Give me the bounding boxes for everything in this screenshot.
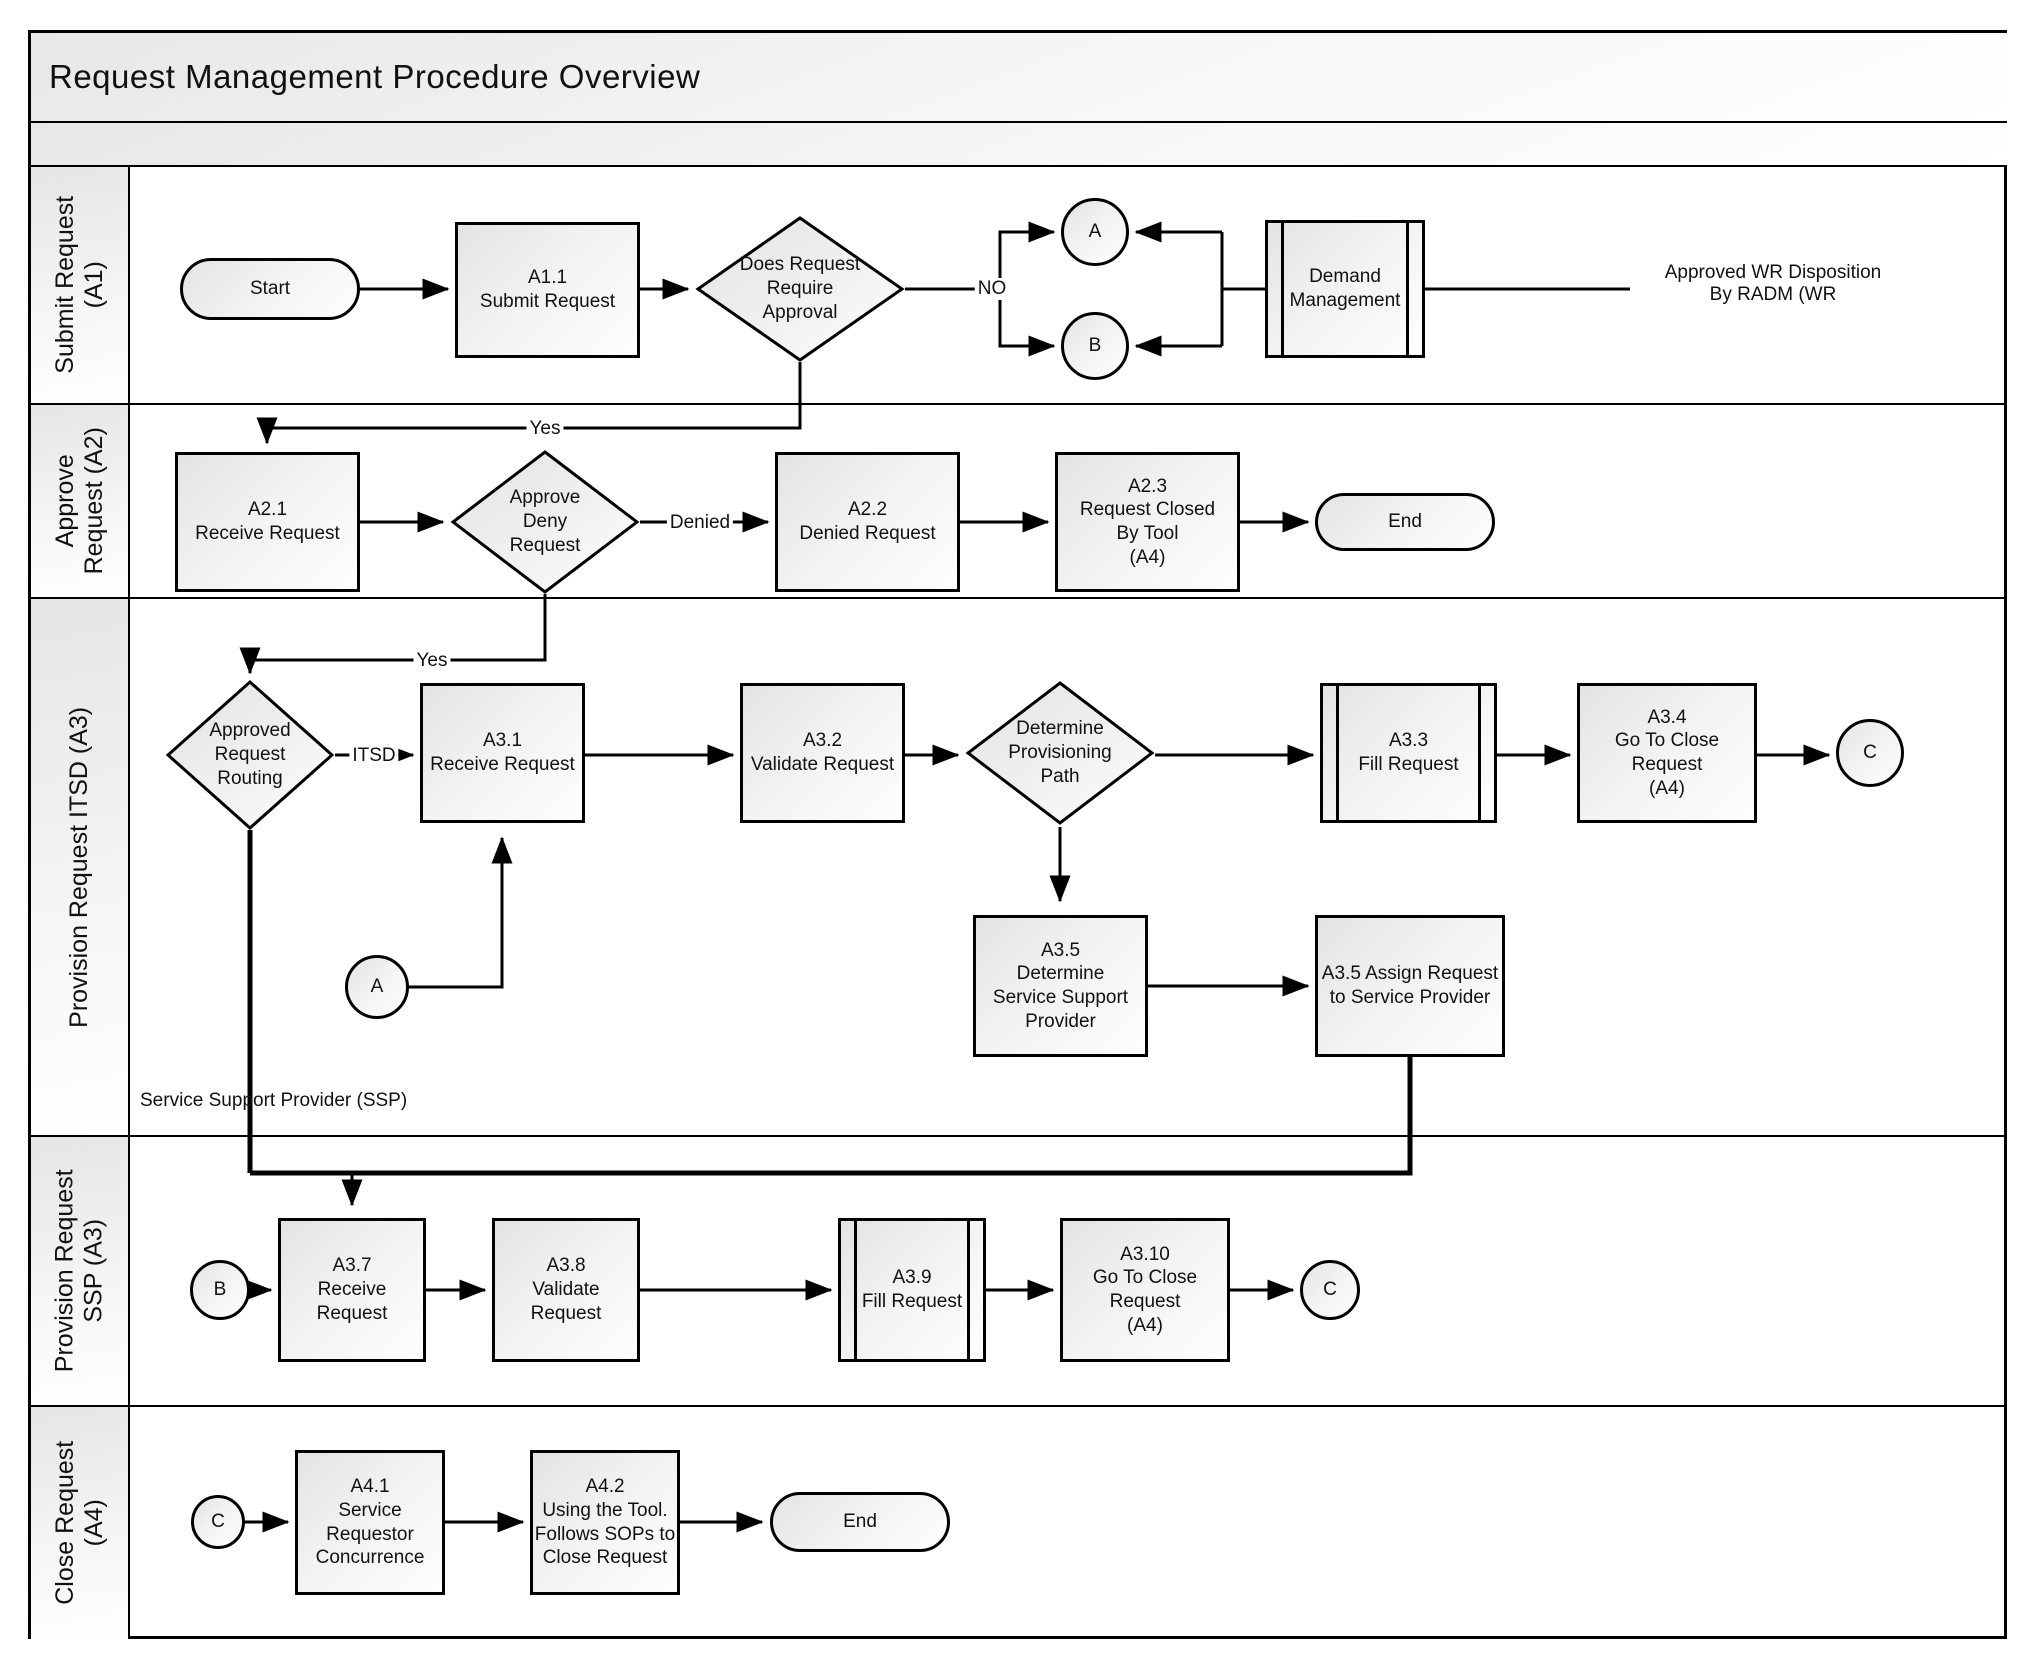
node-a3-10-go-to-close-request: A3.10 Go To Close Request (A4) xyxy=(1060,1218,1230,1362)
lane-submit-request: Submit Request (A1) xyxy=(31,167,128,403)
connector-a-lane1: A xyxy=(1061,198,1129,266)
node-demand-management: Demand Management xyxy=(1265,220,1425,358)
decision-does-request-require-approval: Does Request Require Approval xyxy=(695,216,905,362)
node-a3-8-validate-request: A3.8 Validate Request xyxy=(492,1218,640,1362)
terminator-end-lane2: End xyxy=(1315,493,1495,551)
annotation-wr-disposition: Approved WR Disposition By RADM (WR xyxy=(1664,262,1882,305)
node-label: A2.2 Denied Request xyxy=(799,499,936,544)
node-label: Demand Management xyxy=(1289,266,1401,311)
node-label: Approved Request Routing xyxy=(209,720,291,789)
connector-c-lane5: C xyxy=(191,1495,245,1549)
decision-approve-deny-request: Approve Deny Request xyxy=(450,450,640,594)
lane-divider xyxy=(31,597,2007,599)
diamond-shape xyxy=(695,216,905,362)
node-label: A3.4 Go To Close Request (A4) xyxy=(1614,706,1720,799)
lane-label: Submit Request (A1) xyxy=(50,196,108,374)
connector-a-lane3: A xyxy=(345,955,409,1019)
node-label: A3.5 Assign Request to Service Provider xyxy=(1321,963,1499,1008)
edge-label-yes-approval: Yes xyxy=(526,418,564,440)
node-label: A3.9 Fill Request xyxy=(861,1267,963,1312)
connector-c-lane4: C xyxy=(1300,1260,1360,1320)
edge-label-yes-routing: Yes xyxy=(413,650,451,672)
node-a3-5-determine-service-support-provider: A3.5 Determine Service Support Provider xyxy=(973,915,1148,1057)
lane-label: Close Request (A4) xyxy=(50,1441,108,1605)
lane-provision-itsd: Provision Request ITSD (A3) xyxy=(31,599,128,1135)
node-a2-3-request-closed-by-tool: A2.3 Request Closed By Tool (A4) xyxy=(1055,452,1240,592)
node-label: C xyxy=(1863,742,1877,764)
node-label: A3.5 Determine Service Support Provider xyxy=(992,939,1129,1032)
edge-label-no: NO xyxy=(974,278,1010,300)
node-label: A xyxy=(370,976,384,998)
diamond-shape xyxy=(450,450,640,594)
lane-divider xyxy=(31,1135,2007,1137)
connector-c-lane3: C xyxy=(1836,719,1904,787)
edge-label-itsd: ITSD xyxy=(349,745,399,767)
node-a3-4-go-to-close-request: A3.4 Go To Close Request (A4) xyxy=(1577,683,1757,823)
node-a3-1-receive-request: A3.1 Receive Request xyxy=(420,683,585,823)
node-label: A4.1 Service Requestor Concurrence xyxy=(315,1476,425,1569)
decision-approved-request-routing: Approved Request Routing xyxy=(165,679,335,831)
node-label: Does Request Require Approval xyxy=(739,254,861,323)
terminator-start: Start xyxy=(180,258,360,320)
node-label: C xyxy=(211,1511,225,1533)
lane-divider xyxy=(31,403,2007,405)
node-label: A3.3 Fill Request xyxy=(1358,730,1459,775)
node-label: A2.1 Receive Request xyxy=(195,499,340,544)
lane-label-divider xyxy=(128,167,130,1639)
terminator-end-lane5: End xyxy=(770,1492,950,1552)
node-label: End xyxy=(843,1511,877,1533)
annotation-ssp: Service Support Provider (SSP) xyxy=(140,1090,408,1111)
node-label: A3.1 Receive Request xyxy=(430,730,575,775)
lane-close-request: Close Request (A4) xyxy=(31,1407,128,1639)
title-bar: Request Management Procedure Overview xyxy=(31,33,2007,121)
node-a3-7-receive-request: A3.7 Receive Request xyxy=(278,1218,426,1362)
node-label: A3.7 Receive Request xyxy=(316,1255,388,1324)
connector-b-lane1: B xyxy=(1061,312,1129,380)
node-a3-2-validate-request: A3.2 Validate Request xyxy=(740,683,905,823)
node-a1-1-submit-request: A1.1 Submit Request xyxy=(455,222,640,358)
node-a2-1-receive-request: A2.1 Receive Request xyxy=(175,452,360,592)
node-label: Determine Provisioning Path xyxy=(1008,718,1112,787)
connector-b-lane4: B xyxy=(190,1260,250,1320)
lane-provision-ssp: Provision Request SSP (A3) xyxy=(31,1137,128,1405)
diamond-shape xyxy=(965,681,1155,825)
node-label: A3.8 Validate Request xyxy=(530,1255,602,1324)
node-a2-2-denied-request: A2.2 Denied Request xyxy=(775,452,960,592)
divider xyxy=(31,165,2007,167)
node-label: A4.2 Using the Tool. Follows SOPs to Clo… xyxy=(534,1476,676,1569)
node-label: A1.1 Submit Request xyxy=(479,267,616,312)
lane-label: Provision Request SSP (A3) xyxy=(50,1169,108,1373)
lane-label: Provision Request ITSD (A3) xyxy=(65,706,94,1028)
sub-band xyxy=(31,123,2007,165)
page-title: Request Management Procedure Overview xyxy=(49,58,701,95)
lane-divider xyxy=(31,1405,2007,1407)
node-label: Start xyxy=(249,278,291,300)
node-label: A xyxy=(1088,221,1102,243)
node-a3-3-fill-request: A3.3 Fill Request xyxy=(1320,683,1497,823)
node-label: B xyxy=(1088,335,1102,357)
node-a4-2-using-the-tool: A4.2 Using the Tool. Follows SOPs to Clo… xyxy=(530,1450,680,1595)
node-label: Approve Deny Request xyxy=(509,487,581,556)
node-label: B xyxy=(213,1279,227,1301)
edge-label-denied: Denied xyxy=(666,512,734,534)
node-label: C xyxy=(1323,1279,1337,1301)
lane-approve-request: Approve Request (A2) xyxy=(31,405,128,597)
node-label: End xyxy=(1388,511,1422,533)
node-a4-1-service-requestor-concurrence: A4.1 Service Requestor Concurrence xyxy=(295,1450,445,1595)
divider xyxy=(31,121,2007,123)
node-label: A3.10 Go To Close Request (A4) xyxy=(1092,1243,1198,1336)
node-label: A3.2 Validate Request xyxy=(750,730,895,775)
node-label: A2.3 Request Closed By Tool (A4) xyxy=(1079,475,1216,568)
node-a3-9-fill-request: A3.9 Fill Request xyxy=(838,1218,986,1362)
diamond-shape xyxy=(165,679,335,831)
lane-label: Approve Request (A2) xyxy=(50,427,108,575)
decision-determine-provisioning-path: Determine Provisioning Path xyxy=(965,681,1155,825)
node-a3-5-assign-request-to-service-provider: A3.5 Assign Request to Service Provider xyxy=(1315,915,1505,1057)
